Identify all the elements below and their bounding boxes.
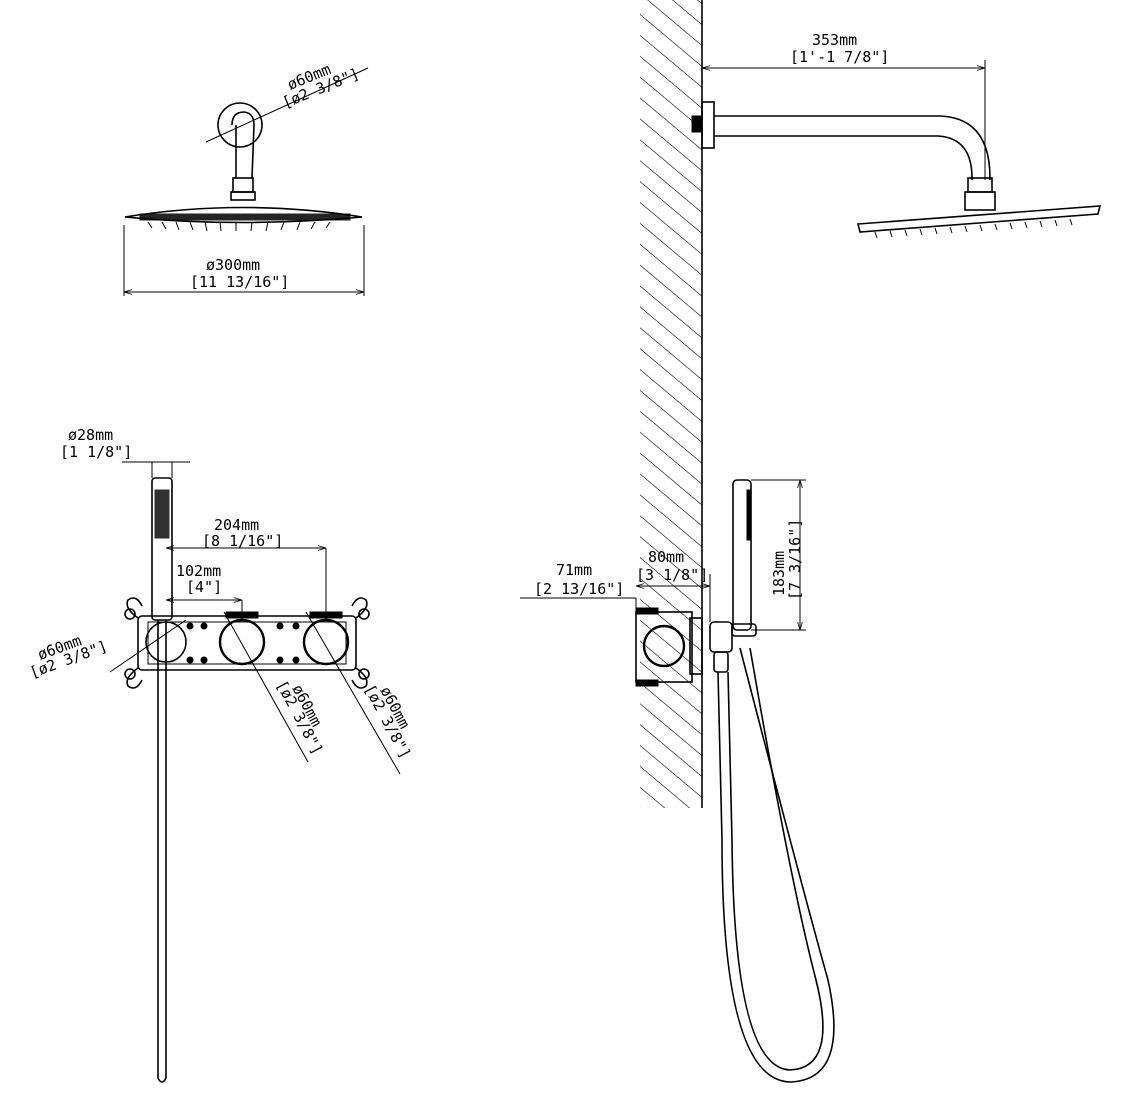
projection-inch: [3 1/8"]	[636, 566, 708, 584]
middle-trim	[218, 618, 266, 666]
rough-in-depth-mm: 71mm	[556, 561, 592, 579]
side-handshower	[732, 479, 752, 631]
wall-flange	[701, 101, 715, 149]
projection-mm: 80mm	[648, 548, 684, 566]
shower-head-nozzles	[139, 213, 351, 232]
outer-spacing-mm: 204mm	[214, 516, 259, 534]
shower-arm	[714, 115, 991, 180]
handshower-diameter-mm: ø28mm	[68, 426, 113, 444]
arm-flange-circle	[217, 102, 263, 148]
hose	[717, 647, 835, 1083]
handshower-height-inch: [7 3/16"]	[786, 519, 804, 600]
handshower-height-mm: 183mm	[770, 551, 788, 596]
shower-head-disc	[124, 206, 363, 224]
handshower-diameter-inch: [1 1/8"]	[60, 443, 132, 461]
shower-arm-curve	[231, 111, 255, 179]
inner-spacing-inch: [4"]	[186, 578, 222, 596]
head-diameter-inch: [11 13/16"]	[190, 273, 289, 291]
top-view-shower-head: ø60mm [ø2 3/8"] ø300mm [11 13/16"]	[123, 60, 369, 296]
inner-spacing-mm: 102mm	[176, 562, 221, 580]
head-diameter-mm: ø300mm	[206, 256, 260, 274]
side-shower-head	[856, 205, 1102, 233]
rough-in-valve	[635, 611, 693, 683]
left-trim	[145, 621, 187, 663]
rough-in-depth-inch: [2 13/16"]	[534, 580, 624, 598]
valve-screws	[186, 622, 300, 664]
outer-spacing-inch: [8 1/16"]	[202, 532, 283, 550]
side-view-shower-arm: 353mm [1'-1 7/8"]	[691, 31, 1102, 239]
arm-length-mm: 353mm	[812, 31, 857, 49]
arm-connector	[232, 177, 254, 193]
handshower-holder	[709, 621, 733, 653]
side-view-valve: 71mm [2 13/16"] 80mm [3 1/8"] 183mm [7 3…	[520, 479, 835, 1083]
right-trim	[302, 618, 350, 666]
front-view-valve: ø28mm [1 1/8"] 204mm [8 1/16"] 102m	[27, 426, 415, 1083]
arm-length-inch: [1'-1 7/8"]	[790, 48, 889, 66]
mounting-brackets	[124, 597, 370, 689]
